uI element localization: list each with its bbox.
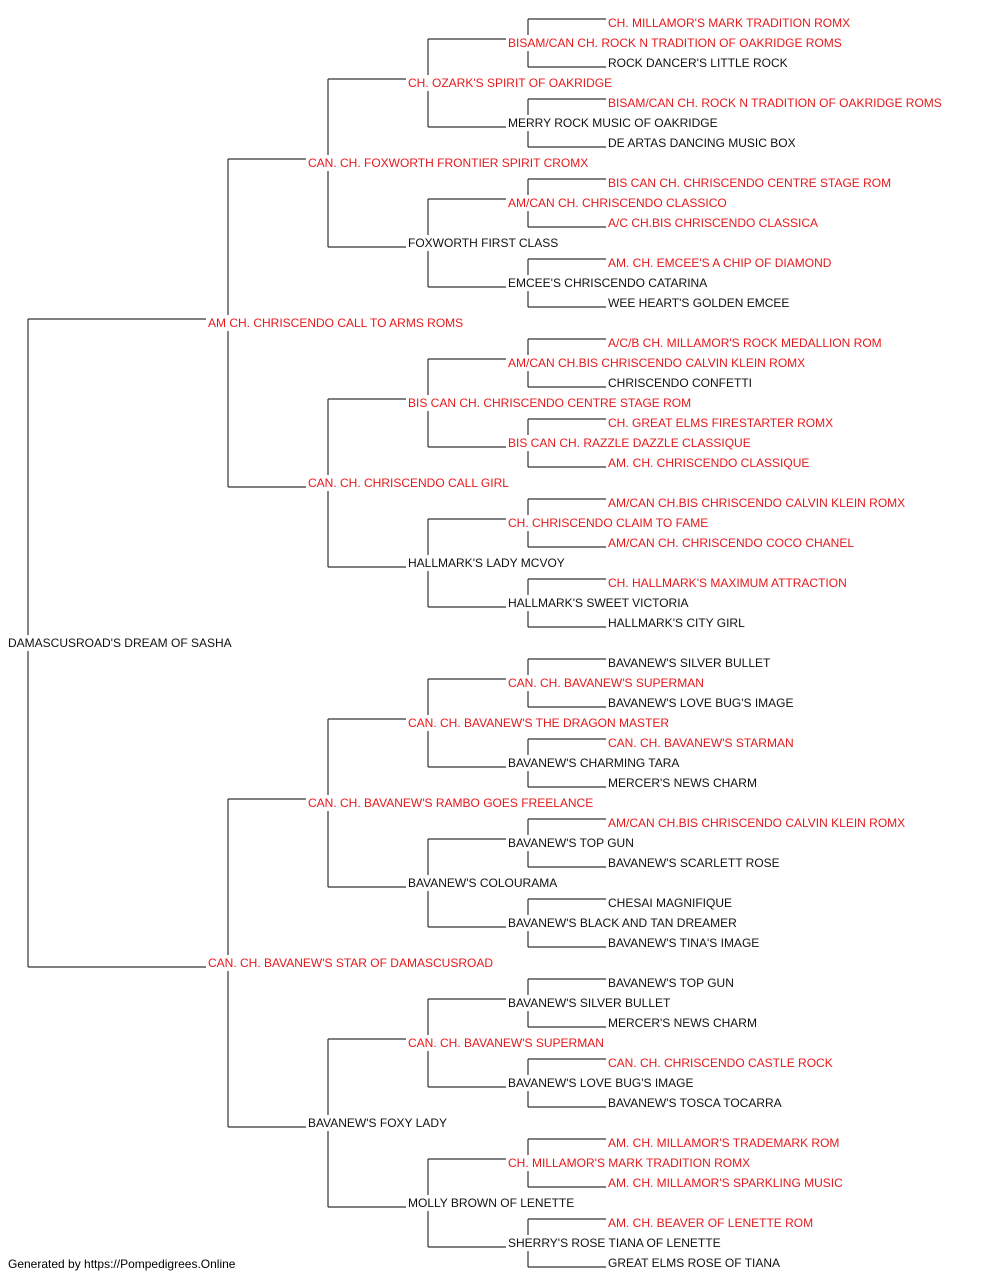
dog-name-pedigree-sire-dam-dam-sire-dam: AM/CAN CH. CHRISCENDO COCO CHANEL	[608, 536, 854, 550]
dog-name-pedigree-sire-dam-sire-sire-sire: A/C/B CH. MILLAMOR'S ROCK MEDALLION ROM	[608, 336, 882, 350]
dog-name-pedigree-sire-dam-dam-dam-dam: HALLMARK'S CITY GIRL	[608, 616, 745, 630]
dog-name-pedigree-sire-sire-dam-dam: EMCEE'S CHRISCENDO CATARINA	[508, 276, 707, 290]
dog-name-pedigree-sire-dam-sire-sire: AM/CAN CH.BIS CHRISCENDO CALVIN KLEIN RO…	[508, 356, 805, 370]
dog-name-pedigree-dam-dam-sire-sire-sire: BAVANEW'S TOP GUN	[608, 976, 734, 990]
dog-name-pedigree-sire-dam-dam-sire: CH. CHRISCENDO CLAIM TO FAME	[508, 516, 708, 530]
footer-credit: Generated by https://Pompedigrees.Online	[8, 1257, 236, 1271]
dog-name-pedigree-sire-sire-sire-sire: BISAM/CAN CH. ROCK N TRADITION OF OAKRID…	[508, 36, 842, 50]
dog-name-pedigree-dam-sire-dam: BAVANEW'S COLOURAMA	[408, 876, 557, 890]
dog-name-pedigree-sire-sire-sire-dam: MERRY ROCK MUSIC OF OAKRIDGE	[508, 116, 718, 130]
dog-name-pedigree-dam-sire-sire-sire-dam: BAVANEW'S LOVE BUG'S IMAGE	[608, 696, 794, 710]
dog-name-pedigree-dam-dam-dam-dam-dam: GREAT ELMS ROSE OF TIANA	[608, 1256, 780, 1270]
dog-name-pedigree-dam-sire-sire-dam-dam: MERCER'S NEWS CHARM	[608, 776, 757, 790]
dog-name-pedigree-dam-dam-sire-dam: BAVANEW'S LOVE BUG'S IMAGE	[508, 1076, 694, 1090]
dog-name-pedigree-dam-sire-sire-sire: CAN. CH. BAVANEW'S SUPERMAN	[508, 676, 704, 690]
dog-name-pedigree-dam-dam-dam-sire: CH. MILLAMOR'S MARK TRADITION ROMX	[508, 1156, 750, 1170]
dog-name-pedigree-sire-sire-sire-sire-dam: ROCK DANCER'S LITTLE ROCK	[608, 56, 788, 70]
dog-name-pedigree-sire-sire-sire-dam-sire: BISAM/CAN CH. ROCK N TRADITION OF OAKRID…	[608, 96, 942, 110]
dog-name-pedigree-dam-sire-sire-dam-sire: CAN. CH. BAVANEW'S STARMAN	[608, 736, 794, 750]
dog-name-pedigree-sire-sire-dam-dam-sire: AM. CH. EMCEE'S A CHIP OF DIAMOND	[608, 256, 832, 270]
dog-name-pedigree-dam-sire-dam-dam-sire: CHESAI MAGNIFIQUE	[608, 896, 732, 910]
dog-name-pedigree-dam-dam-sire: CAN. CH. BAVANEW'S SUPERMAN	[408, 1036, 604, 1050]
dog-name-pedigree-dam-dam-dam: MOLLY BROWN OF LENETTE	[408, 1196, 574, 1210]
dog-name-pedigree-sire-dam-sire-sire-dam: CHRISCENDO CONFETTI	[608, 376, 752, 390]
dog-name-pedigree-dam-sire-dam-dam: BAVANEW'S BLACK AND TAN DREAMER	[508, 916, 737, 930]
dog-name-pedigree-sire-dam-sire-dam-sire: CH. GREAT ELMS FIRESTARTER ROMX	[608, 416, 833, 430]
dog-name-pedigree-sire-dam-sire-dam: BIS CAN CH. RAZZLE DAZZLE CLASSIQUE	[508, 436, 751, 450]
dog-name-pedigree-sire-sire-dam-sire-sire: BIS CAN CH. CHRISCENDO CENTRE STAGE ROM	[608, 176, 891, 190]
dog-name-pedigree-sire-dam-dam-sire-sire: AM/CAN CH.BIS CHRISCENDO CALVIN KLEIN RO…	[608, 496, 905, 510]
dog-name-pedigree-sire: AM CH. CHRISCENDO CALL TO ARMS ROMS	[208, 316, 463, 330]
dog-name-pedigree-sire-sire-dam: FOXWORTH FIRST CLASS	[408, 236, 558, 250]
dog-name-pedigree-dam-dam-sire-sire-dam: MERCER'S NEWS CHARM	[608, 1016, 757, 1030]
dog-name-pedigree-dam-sire-sire-dam: BAVANEW'S CHARMING TARA	[508, 756, 679, 770]
dog-name-pedigree-sire-sire-dam-sire: AM/CAN CH. CHRISCENDO CLASSICO	[508, 196, 727, 210]
dog-name-pedigree-dam-sire-sire-sire-sire: BAVANEW'S SILVER BULLET	[608, 656, 771, 670]
dog-name-pedigree-dam-dam-sire-dam-dam: BAVANEW'S TOSCA TOCARRA	[608, 1096, 782, 1110]
dog-name-pedigree-dam-dam-dam-dam-sire: AM. CH. BEAVER OF LENETTE ROM	[608, 1216, 813, 1230]
dog-name-pedigree-sire-dam-dam-dam: HALLMARK'S SWEET VICTORIA	[508, 596, 689, 610]
dog-name-pedigree-sire-sire-sire: CH. OZARK'S SPIRIT OF OAKRIDGE	[408, 76, 612, 90]
dog-name-pedigree: DAMASCUSROAD'S DREAM OF SASHA	[8, 636, 232, 650]
dog-name-pedigree-sire-sire-dam-sire-dam: A/C CH.BIS CHRISCENDO CLASSICA	[608, 216, 818, 230]
dog-name-pedigree-sire-sire: CAN. CH. FOXWORTH FRONTIER SPIRIT CROMX	[308, 156, 588, 170]
dog-name-pedigree-dam-dam-dam-sire-dam: AM. CH. MILLAMOR'S SPARKLING MUSIC	[608, 1176, 843, 1190]
dog-name-pedigree-dam: CAN. CH. BAVANEW'S STAR OF DAMASCUSROAD	[208, 956, 493, 970]
dog-name-pedigree-sire-sire-sire-sire-sire: CH. MILLAMOR'S MARK TRADITION ROMX	[608, 16, 850, 30]
dog-name-pedigree-dam-sire-sire: CAN. CH. BAVANEW'S THE DRAGON MASTER	[408, 716, 669, 730]
dog-name-pedigree-dam-dam-sire-dam-sire: CAN. CH. CHRISCENDO CASTLE ROCK	[608, 1056, 833, 1070]
dog-name-pedigree-sire-dam: CAN. CH. CHRISCENDO CALL GIRL	[308, 476, 509, 490]
dog-name-pedigree-sire-dam-dam: HALLMARK'S LADY MCVOY	[408, 556, 565, 570]
dog-name-pedigree-sire-sire-dam-dam-dam: WEE HEART'S GOLDEN EMCEE	[608, 296, 789, 310]
dog-name-pedigree-dam-dam-dam-sire-sire: AM. CH. MILLAMOR'S TRADEMARK ROM	[608, 1136, 839, 1150]
dog-name-pedigree-dam-sire: CAN. CH. BAVANEW'S RAMBO GOES FREELANCE	[308, 796, 593, 810]
dog-name-pedigree-sire-dam-sire-dam-dam: AM. CH. CHRISCENDO CLASSIQUE	[608, 456, 809, 470]
dog-name-pedigree-dam-sire-dam-sire: BAVANEW'S TOP GUN	[508, 836, 634, 850]
dog-name-pedigree-dam-dam: BAVANEW'S FOXY LADY	[308, 1116, 447, 1130]
dog-name-pedigree-dam-sire-dam-dam-dam: BAVANEW'S TINA'S IMAGE	[608, 936, 759, 950]
dog-name-pedigree-dam-sire-dam-sire-sire: AM/CAN CH.BIS CHRISCENDO CALVIN KLEIN RO…	[608, 816, 905, 830]
dog-name-pedigree-dam-sire-dam-sire-dam: BAVANEW'S SCARLETT ROSE	[608, 856, 780, 870]
dog-name-pedigree-dam-dam-sire-sire: BAVANEW'S SILVER BULLET	[508, 996, 671, 1010]
dog-name-pedigree-sire-dam-sire: BIS CAN CH. CHRISCENDO CENTRE STAGE ROM	[408, 396, 691, 410]
dog-name-pedigree-sire-sire-sire-dam-dam: DE ARTAS DANCING MUSIC BOX	[608, 136, 796, 150]
dog-name-pedigree-dam-dam-dam-dam: SHERRY'S ROSE TIANA OF LENETTE	[508, 1236, 721, 1250]
dog-name-pedigree-sire-dam-dam-dam-sire: CH. HALLMARK'S MAXIMUM ATTRACTION	[608, 576, 847, 590]
